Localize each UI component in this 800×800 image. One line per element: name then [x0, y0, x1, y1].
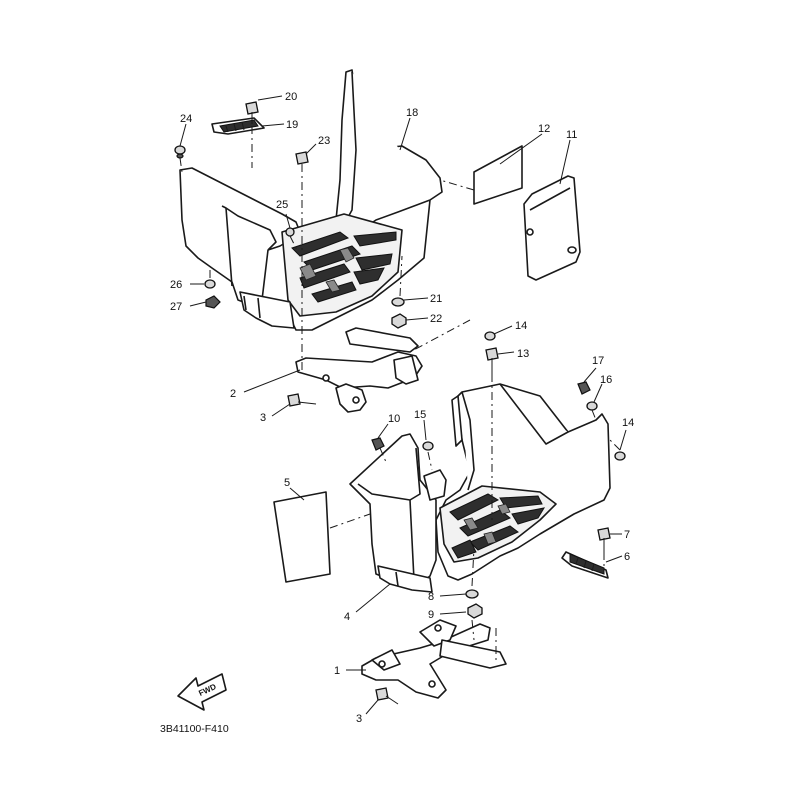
step-plate-6 [561, 551, 609, 579]
callout-27: 27 [170, 301, 182, 313]
callout-17: 17 [592, 355, 604, 367]
callout-6: 6 [624, 551, 630, 563]
diagram-code: 3B41100-F410 [160, 723, 229, 735]
callout-8: 8 [428, 591, 434, 603]
fwd-arrow-icon: FWD [177, 673, 227, 711]
washer-21-icon [391, 297, 405, 307]
nut-9-icon [467, 603, 483, 619]
callout-18: 18 [406, 107, 418, 119]
callout-11: 11 [566, 129, 577, 141]
callout-labels: 20 19 24 23 18 12 11 25 26 27 21 22 [170, 91, 634, 725]
callout-4: 4 [344, 611, 350, 623]
callout-3: 3 [260, 412, 266, 424]
caution-label-12 [473, 145, 523, 205]
upper-footrest-board [179, 69, 443, 331]
lower-tread-pattern [449, 493, 546, 559]
footrest-bracket-2 [295, 327, 423, 413]
callout-19: 19 [286, 119, 298, 131]
callout-16: 16 [600, 374, 612, 386]
callout-9: 9 [428, 609, 434, 621]
bolt-7-icon [597, 527, 611, 552]
clip-24-icon [174, 145, 186, 159]
clip-14-icon [484, 331, 496, 341]
lower-footrest-board [349, 383, 611, 593]
callout-15: 15 [414, 409, 426, 421]
callout-7: 7 [624, 529, 630, 541]
callout-21: 21 [430, 293, 442, 305]
nut-10-icon [371, 437, 385, 451]
clip-15-icon [422, 441, 434, 451]
upper-tread-pattern [291, 231, 397, 303]
washer-16-icon [586, 401, 598, 411]
callout-2: 2 [230, 388, 236, 400]
alignment-lines [179, 126, 621, 662]
side-cover-panel-11 [523, 175, 581, 281]
bolt-13-icon [485, 347, 499, 374]
washer-26-icon [204, 279, 216, 289]
bolt-20-icon [245, 101, 259, 124]
callout-5: 5 [284, 477, 290, 489]
callout-12: 12 [538, 123, 550, 135]
step-plate-19 [211, 117, 265, 135]
callout-14: 14 [515, 320, 527, 332]
bolt-3-icon [287, 393, 317, 407]
callout-24: 24 [180, 113, 192, 125]
callout-1: 1 [334, 665, 340, 677]
washer-8-icon [465, 589, 479, 599]
hardware-parts [174, 101, 626, 705]
bolt-23-icon [295, 151, 309, 165]
callout-26: 26 [170, 279, 182, 291]
clip-14b-icon [614, 451, 626, 461]
callout-20: 20 [285, 91, 297, 103]
nut-17-icon [577, 381, 591, 395]
callout-22: 22 [430, 313, 442, 325]
footrest-bracket-1 [361, 619, 507, 699]
nut-27-icon [205, 295, 221, 309]
callout-13: 13 [517, 348, 529, 360]
bolt-3b-icon [375, 687, 399, 705]
callout-25: 25 [276, 199, 288, 211]
callout-14b: 14 [622, 417, 634, 429]
callout-3b: 3 [356, 713, 362, 725]
callout-23: 23 [318, 135, 330, 147]
warning-label-5 [273, 491, 331, 583]
nut-22-icon [391, 313, 407, 329]
callout-10: 10 [388, 413, 400, 425]
screw-25-icon [285, 227, 295, 237]
